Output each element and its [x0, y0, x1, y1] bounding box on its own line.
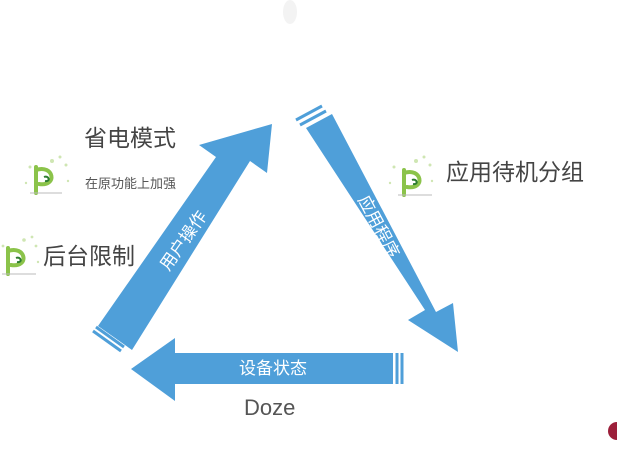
user-action-arrow: 用户操作 [92, 124, 272, 353]
android-p-icon [1, 235, 40, 276]
android-p-icon [388, 155, 434, 197]
faint-top-mark [283, 0, 297, 24]
power-saving-mode-sublabel: 在原功能上加强 [85, 177, 177, 192]
corner-mark-icon [608, 422, 617, 440]
power-saving-mode-label: 省电模式 [84, 126, 176, 152]
application-arrow: 应用程序 [295, 104, 458, 352]
background-restriction-label: 后台限制 [43, 244, 135, 270]
app-standby-buckets-label: 应用待机分组 [446, 160, 584, 186]
device-state-arrow: 设备状态 [131, 338, 404, 401]
android-p-icon [24, 155, 70, 195]
device-state-label: 设备状态 [239, 359, 307, 379]
doze-label: Doze [244, 395, 296, 420]
